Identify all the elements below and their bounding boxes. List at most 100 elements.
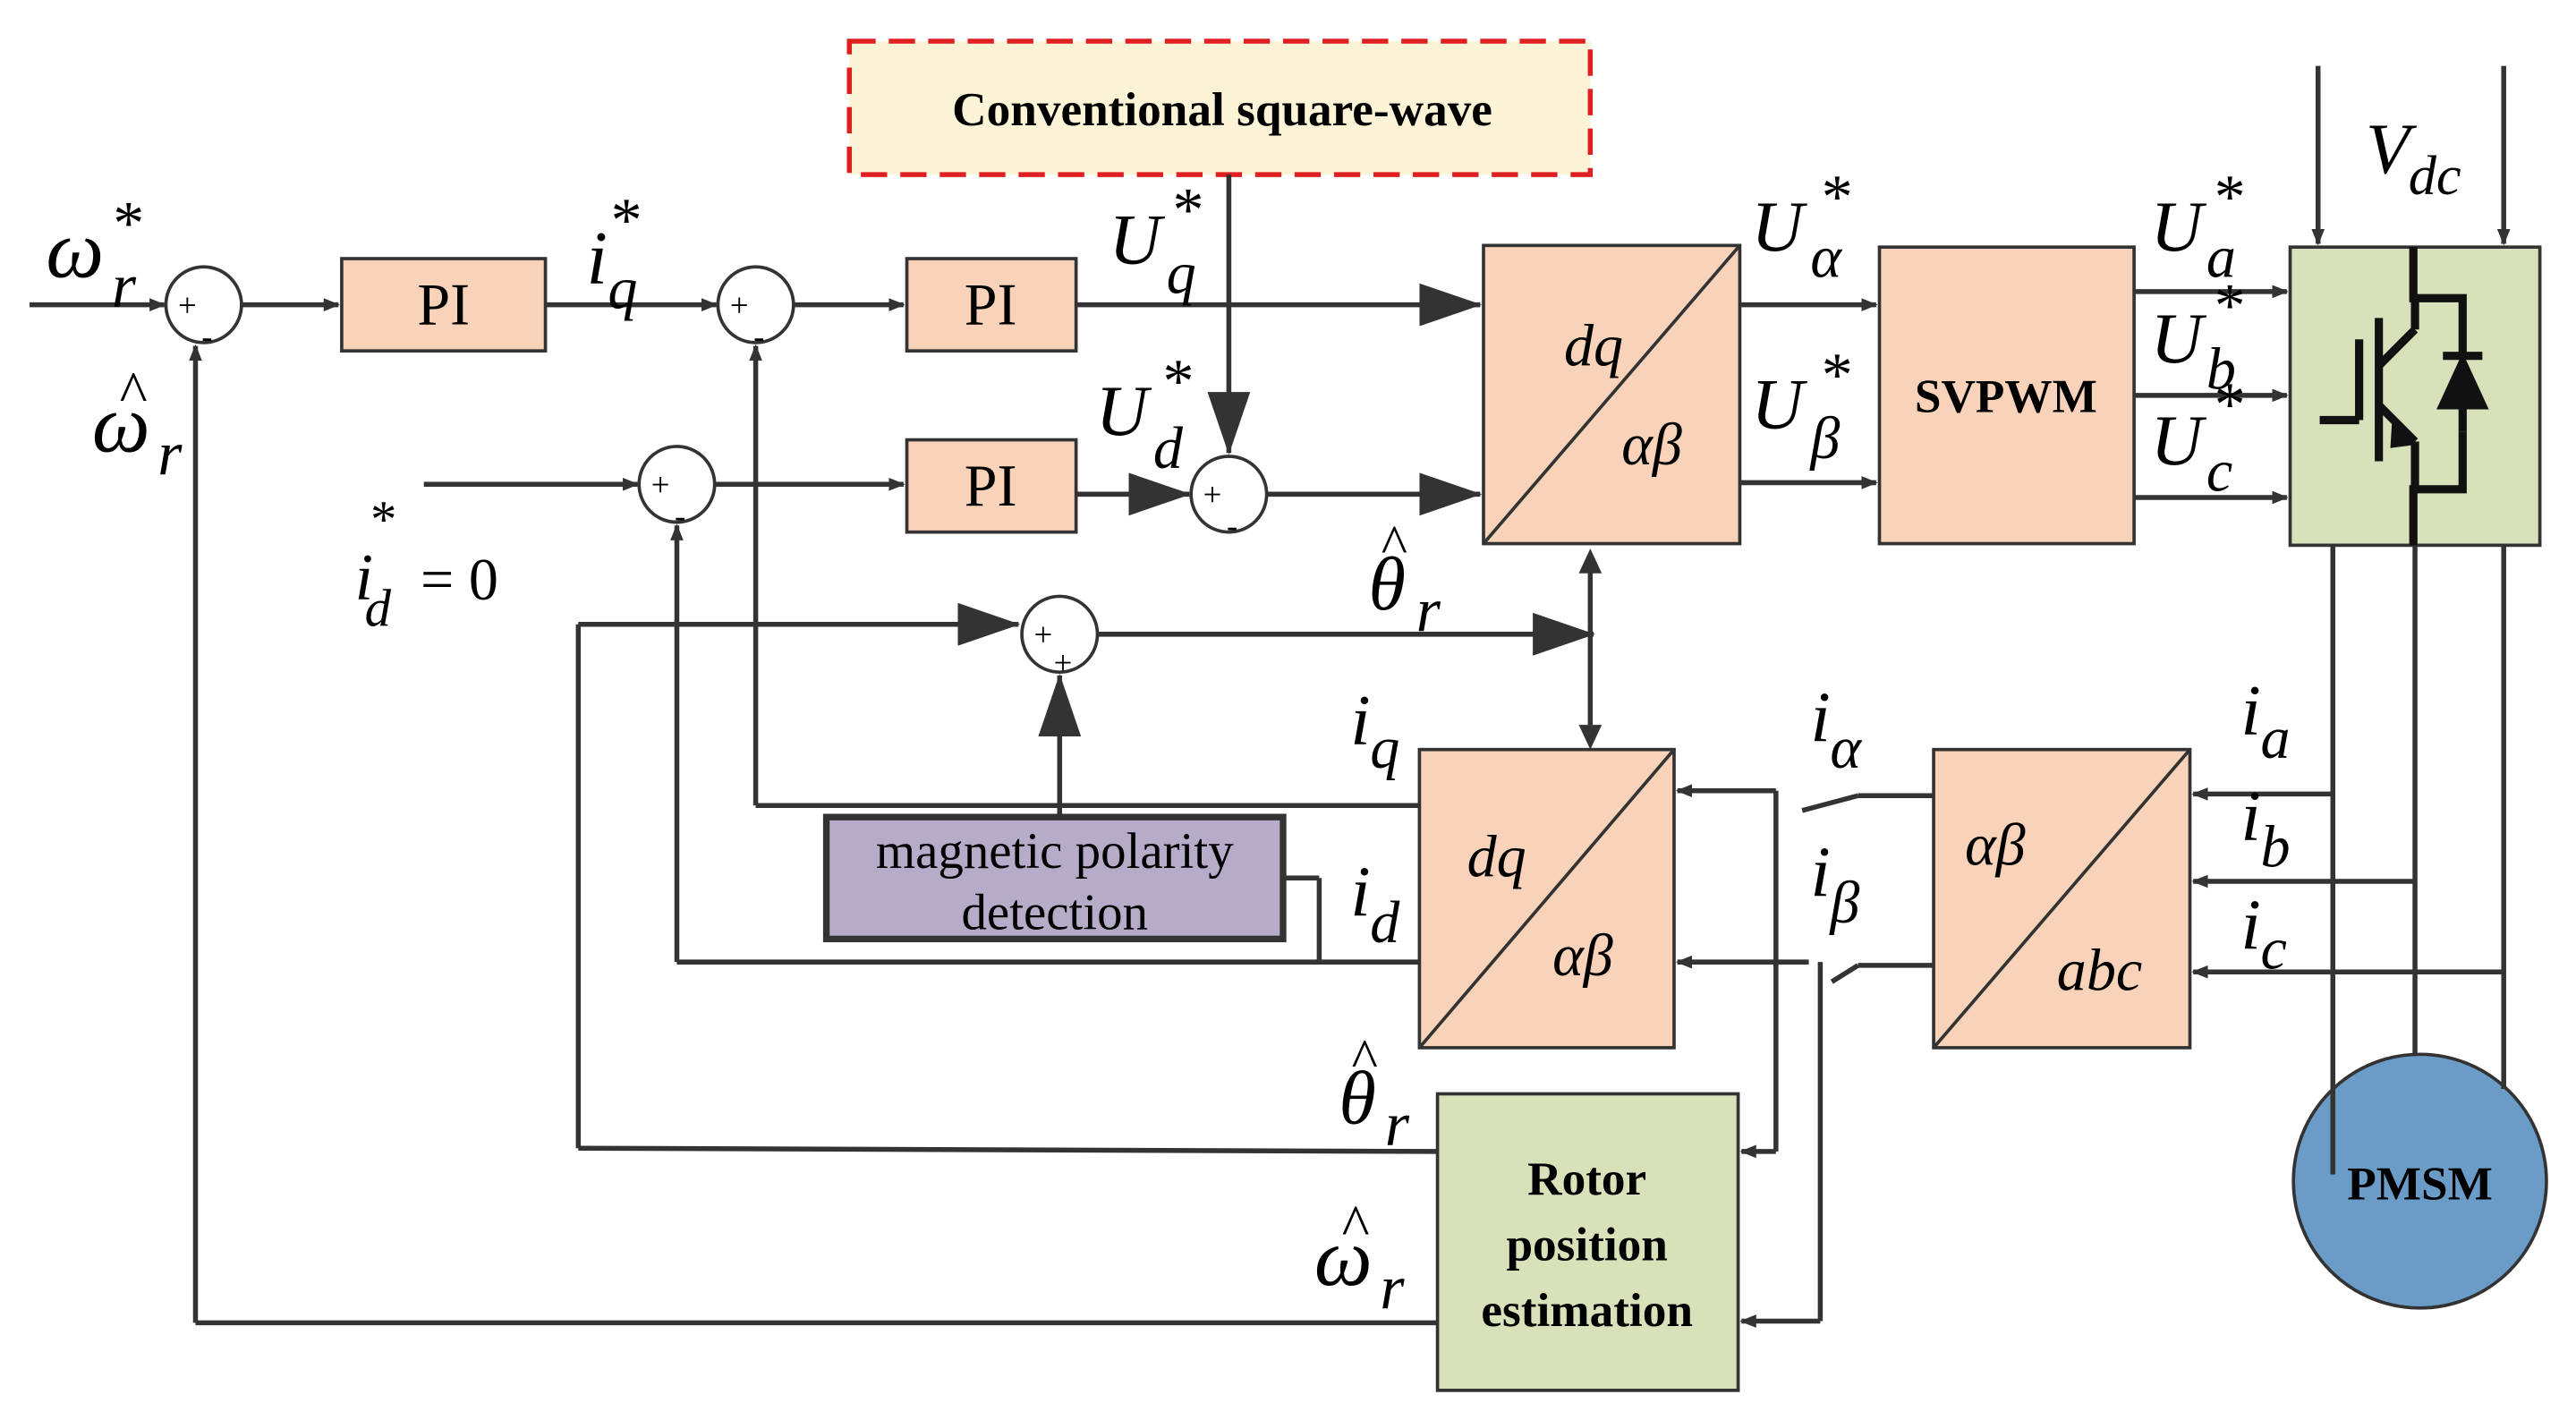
sum-junction-ud: + - [1189, 455, 1269, 544]
svg-text:U: U [1751, 187, 1807, 267]
sign-plus: + [1203, 476, 1222, 513]
ua-ref-label: U a * [2150, 163, 2242, 290]
pmsm-motor: PMSM [2291, 1052, 2548, 1310]
id-ref-label: i d * = 0 [355, 490, 498, 638]
emitter-arrow-icon [2390, 421, 2416, 448]
svg-text:i: i [1350, 681, 1370, 761]
svg-text:r: r [1416, 576, 1441, 645]
ud-ref-label: U d * [1096, 347, 1192, 481]
alphabeta-label-2: αβ [1552, 923, 1613, 989]
svg-text:d: d [1370, 890, 1400, 956]
alphabeta-to-dq-block: dq αβ [1417, 747, 1676, 1050]
svg-text:*: * [110, 189, 141, 258]
svg-text:β: β [1808, 406, 1840, 472]
pmsm-label: PMSM [2347, 1156, 2493, 1210]
svg-text:r: r [1385, 1090, 1410, 1159]
svg-text:i: i [1810, 677, 1830, 757]
square-wave-block: Conventional square-wave [846, 38, 1594, 177]
omega-ref-label: ω r * [46, 189, 141, 320]
svg-text:d: d [365, 580, 392, 638]
svg-text:*: * [1169, 176, 1201, 245]
svg-text:U: U [2150, 299, 2206, 378]
iq-ref-label: i q * [586, 186, 639, 322]
svg-text:r: r [1380, 1254, 1405, 1322]
sign-plus: + [1034, 616, 1053, 653]
svg-text:c: c [2206, 439, 2232, 505]
abc-label: abc [2057, 938, 2142, 1003]
ub-ref-label: U b * [2150, 271, 2242, 402]
svg-text:i: i [2240, 777, 2260, 856]
theta-hat-label-upper: θ ^ r [1368, 514, 1441, 646]
svg-text:i: i [1810, 832, 1830, 912]
inverter-block [2288, 245, 2542, 548]
svg-text:i: i [355, 540, 373, 614]
ualpha-ref-label: U α * [1751, 163, 1849, 290]
svg-text:i: i [2240, 885, 2260, 965]
svg-text:*: * [1160, 347, 1191, 416]
svg-text:^: ^ [1340, 1194, 1369, 1259]
mag-detect-line1: magnetic polarity [876, 823, 1234, 880]
ic-label: i c [2240, 885, 2286, 982]
svg-text:*: * [2211, 271, 2242, 340]
uq-ref-label: U q * [1109, 176, 1201, 307]
svg-text:^: ^ [1350, 1027, 1377, 1090]
sum-junction-id: + - [637, 445, 717, 534]
ialpha-label: i α [1810, 677, 1862, 781]
svg-text:ω: ω [92, 378, 150, 469]
svg-text:*: * [368, 490, 395, 548]
svg-text:U: U [1751, 365, 1807, 445]
svg-text:c: c [2260, 916, 2286, 982]
svg-text:q: q [608, 256, 637, 321]
igbt-icon [2319, 247, 2489, 546]
rotor-line1: Rotor [1527, 1152, 1646, 1205]
ia-label: i a [2240, 671, 2290, 771]
sign-plus: + [730, 286, 749, 323]
pi-q-label: PI [965, 273, 1017, 338]
sign-plus: + [178, 286, 197, 323]
dq-label-2: dq [1467, 824, 1526, 889]
omega-hat-label-lower: ω ^ r [1314, 1194, 1405, 1322]
dq-label: dq [1564, 314, 1623, 379]
svg-text:*: * [2211, 370, 2242, 439]
svg-text:α: α [1830, 716, 1862, 781]
svpwm-label: SVPWM [1915, 369, 2097, 422]
svg-text:U: U [1109, 200, 1165, 279]
svg-text:r: r [112, 251, 137, 320]
svg-text:r: r [157, 420, 183, 489]
rotor-line3: estimation [1481, 1283, 1693, 1337]
svg-text:d: d [1153, 416, 1184, 481]
svg-text:*: * [2211, 163, 2242, 232]
svg-text:ω: ω [1314, 1212, 1373, 1303]
id-feedback-label: i d [1350, 853, 1400, 957]
theta-hat-label-lower: θ ^ r [1339, 1027, 1409, 1160]
svg-text:V: V [2366, 109, 2418, 189]
rotor-line2: position [1506, 1217, 1667, 1271]
svg-text:U: U [1096, 371, 1152, 451]
svg-text:dc: dc [2409, 144, 2461, 207]
svpwm-block: SVPWM [1877, 245, 2136, 546]
iq-feedback-label: i q [1350, 681, 1399, 781]
sign-plus: + [1054, 644, 1073, 681]
svg-text:θ: θ [1368, 543, 1405, 626]
mag-detect-block: magnetic polarity detection [822, 813, 1287, 943]
pi-q-block: PI [905, 257, 1078, 353]
svg-text:^: ^ [118, 360, 147, 425]
abc-to-alphabeta-block: αβ abc [1932, 747, 2192, 1050]
svg-text:θ: θ [1339, 1058, 1375, 1141]
square-wave-label: Conventional square-wave [952, 82, 1492, 136]
svg-text:β: β [1828, 871, 1859, 936]
pi-d-block: PI [905, 438, 1078, 534]
alphabeta-label-3: αβ [1965, 812, 2026, 878]
svg-text:α: α [1810, 225, 1842, 290]
svg-text:*: * [608, 186, 639, 255]
pi-d-label: PI [965, 454, 1017, 519]
sum-junction-speed: + - [164, 265, 243, 354]
svg-text:b: b [2260, 814, 2290, 880]
svg-text:ω: ω [46, 203, 104, 294]
sum-junction-iq: + - [716, 265, 795, 354]
svg-text:U: U [2150, 187, 2206, 267]
ibeta-label: i β [1810, 832, 1859, 936]
svg-text:i: i [586, 217, 607, 301]
rotor-estimation-block: Rotor position estimation [1435, 1092, 1740, 1392]
pi-speed-label: PI [417, 273, 470, 338]
